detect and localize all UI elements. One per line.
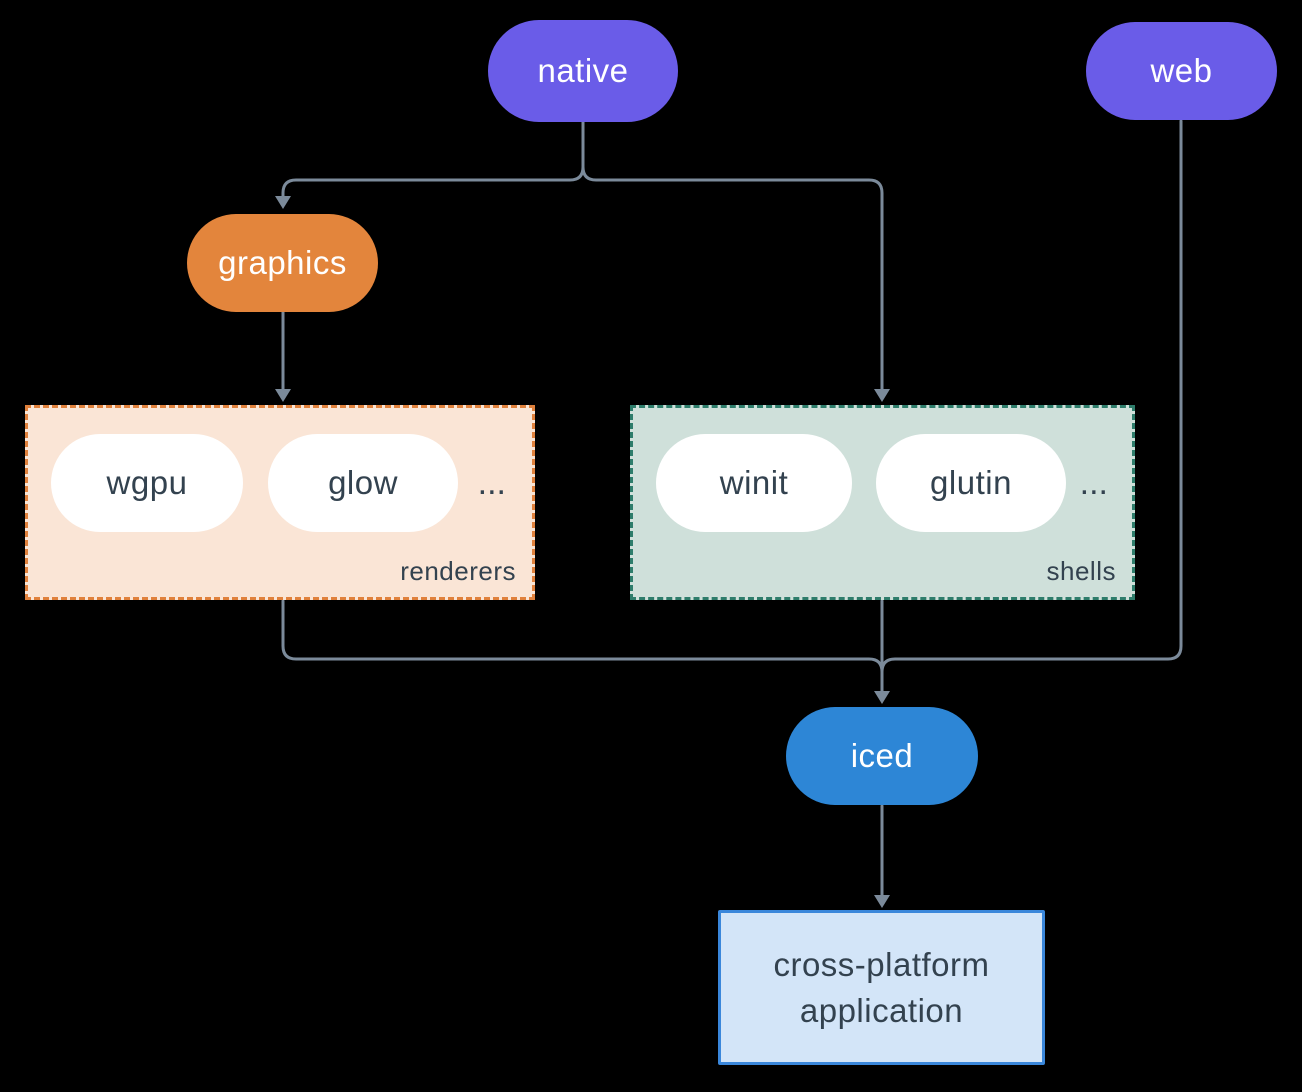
node-graphics-label: graphics: [218, 244, 347, 281]
package-pill-glow: glow: [268, 434, 458, 532]
package-pill-label: glow: [328, 464, 398, 501]
node-native: native: [488, 20, 678, 122]
renderers-ellipsis: ...: [477, 463, 506, 502]
edge-renderers-to-iced: [281, 599, 884, 674]
arrowhead-iced: [874, 691, 890, 704]
group-shells: winit glutin ... shells: [630, 405, 1135, 600]
edge-native-to-graphics: [281, 165, 585, 198]
group-renderers: wgpu glow ... renderers: [25, 405, 535, 600]
package-pill-label: winit: [719, 464, 789, 501]
node-application: cross-platform application: [718, 910, 1045, 1065]
node-iced-label: iced: [850, 737, 914, 774]
package-pill-glutin: glutin: [876, 434, 1066, 532]
group-renderers-label: renderers: [400, 556, 516, 586]
arrowhead-application: [874, 895, 890, 908]
package-pill-label: wgpu: [106, 464, 188, 501]
group-shells-label: shells: [1046, 556, 1116, 586]
arrowhead-renderers: [275, 389, 291, 402]
node-graphics: graphics: [187, 214, 378, 312]
package-pill-label: glutin: [930, 464, 1012, 501]
node-web-label: web: [1150, 52, 1213, 89]
node-application-line2: application: [799, 991, 964, 1029]
package-pill-wgpu: wgpu: [51, 434, 243, 532]
edge-native-to-shells: [581, 165, 884, 391]
shells-ellipsis: ...: [1079, 463, 1108, 502]
node-iced: iced: [786, 707, 978, 805]
package-pill-winit: winit: [656, 434, 852, 532]
arrowhead-shells: [874, 389, 890, 402]
arrowhead-graphics: [275, 196, 291, 209]
node-native-label: native: [537, 52, 629, 89]
node-web: web: [1086, 22, 1277, 120]
node-application-line1: cross-platform: [773, 945, 990, 983]
